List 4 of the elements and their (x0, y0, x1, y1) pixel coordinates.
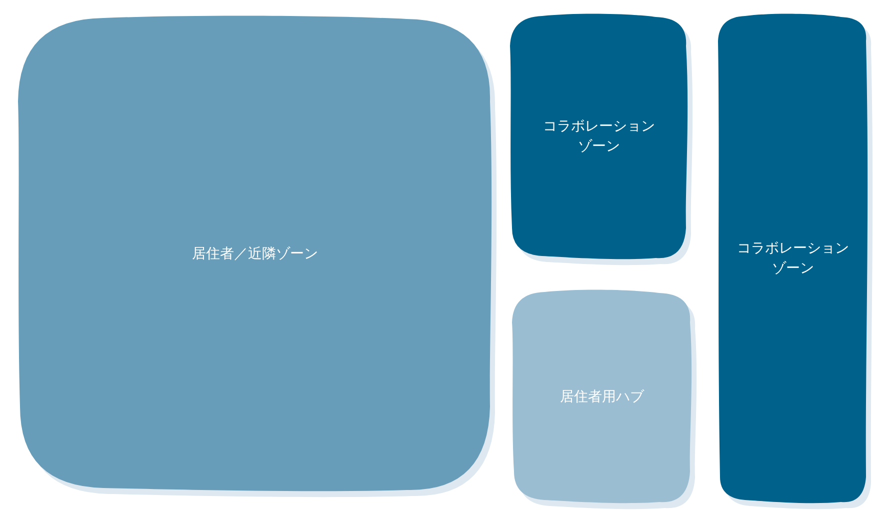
zone-label: コラボレーションゾーン (542, 118, 656, 157)
zone-label: 居住者用ハブ (559, 388, 646, 407)
zone-label: 居住者／近隣ゾーン (191, 244, 319, 264)
zone-label: コラボレーションゾーン (736, 240, 850, 279)
